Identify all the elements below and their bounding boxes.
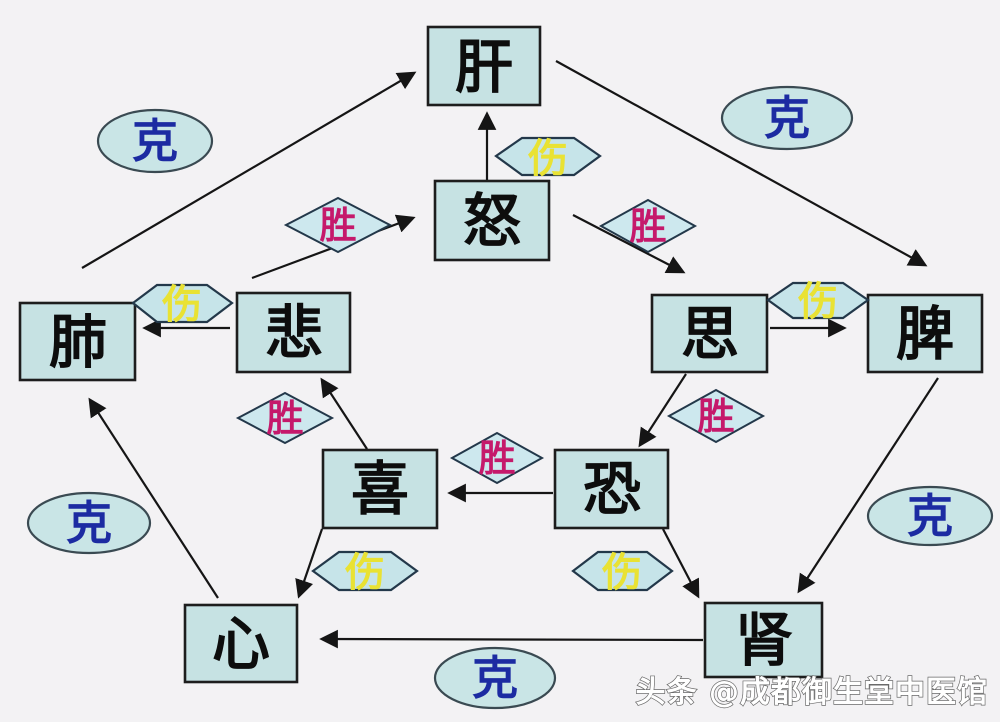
restrain-ellipse-upper-right (720, 85, 854, 151)
arrow-anger-to-thought (572, 214, 686, 274)
arrow-lung-to-liver (81, 71, 417, 269)
restrain-label-bottom-center: 克 (472, 651, 518, 705)
kidney-box (703, 601, 824, 679)
overcome-diamond-fear-joy (449, 431, 545, 485)
arrow-fear-to-kidney (662, 528, 700, 599)
heart-label: 心 (212, 610, 270, 678)
overcome-diamond-anger-thought (598, 198, 698, 254)
injure-hexagon-joy-heart (311, 550, 419, 592)
overcome-label-joy-grief: 胜 (267, 396, 304, 440)
injure-hexagon-fear-kidney (571, 550, 674, 592)
injure-label-joy-heart: 伤 (344, 549, 385, 596)
injure-hexagon-anger-liver (494, 136, 602, 177)
arrow-heart-to-lung (88, 397, 219, 599)
restrain-ellipse-bottom-center (433, 646, 557, 710)
thought-box (650, 293, 769, 374)
overcome-diamond-grief-anger (283, 196, 393, 254)
restrain-ellipse-upper-left (96, 108, 214, 174)
arrow-kidney-to-heart (319, 629, 704, 649)
injure-label-anger-liver: 伤 (527, 135, 568, 182)
restrain-ellipse-lower-right (866, 485, 994, 547)
liver-label: 肝 (455, 33, 513, 101)
kidney-label: 肾 (735, 606, 793, 674)
arrow-liver-to-spleen (555, 60, 928, 267)
joy-box (321, 448, 439, 530)
arrow-joy-to-heart (295, 528, 324, 599)
thought-label: 思 (681, 300, 739, 368)
grief-label: 悲 (265, 299, 323, 367)
anger-box (433, 179, 551, 262)
lung-label: 肺 (49, 308, 107, 376)
lung-box (18, 301, 137, 382)
overcome-label-grief-anger: 胜 (320, 203, 357, 247)
restrain-label-upper-left: 克 (132, 114, 178, 168)
overcome-diamond-thought-fear (666, 388, 766, 444)
overcome-label-anger-thought: 胜 (630, 204, 667, 248)
overcome-diamond-joy-grief (235, 391, 335, 445)
anger-label: 怒 (463, 187, 521, 255)
restrain-label-lower-right: 克 (907, 489, 953, 543)
fear-box (553, 448, 670, 530)
arrow-thought-to-fear (638, 373, 687, 448)
injure-label-fear-kidney: 伤 (601, 549, 642, 596)
liver-box (426, 25, 542, 107)
injure-label-thought-spleen: 伤 (797, 278, 838, 325)
joy-label: 喜 (351, 455, 409, 523)
restrain-label-lower-left: 克 (66, 496, 112, 550)
injure-hexagon-grief-lung (131, 283, 234, 324)
overcome-label-thought-fear: 胜 (698, 394, 735, 438)
grief-box (235, 291, 352, 374)
restrain-ellipse-lower-left (26, 491, 152, 555)
arrow-joy-to-grief (320, 377, 368, 450)
injure-hexagon-thought-spleen (766, 281, 870, 320)
heart-box (183, 603, 299, 684)
spleen-box (866, 293, 984, 374)
spleen-label: 脾 (896, 300, 954, 368)
overcome-label-fear-joy: 胜 (479, 436, 516, 480)
watermark-text: 头条 @成都御生堂中医馆 (636, 675, 988, 710)
fear-label: 恐 (583, 455, 641, 523)
injure-label-grief-lung: 伤 (161, 281, 202, 328)
restrain-label-upper-right: 克 (764, 91, 810, 145)
arrow-spleen-to-kidney (797, 377, 939, 594)
